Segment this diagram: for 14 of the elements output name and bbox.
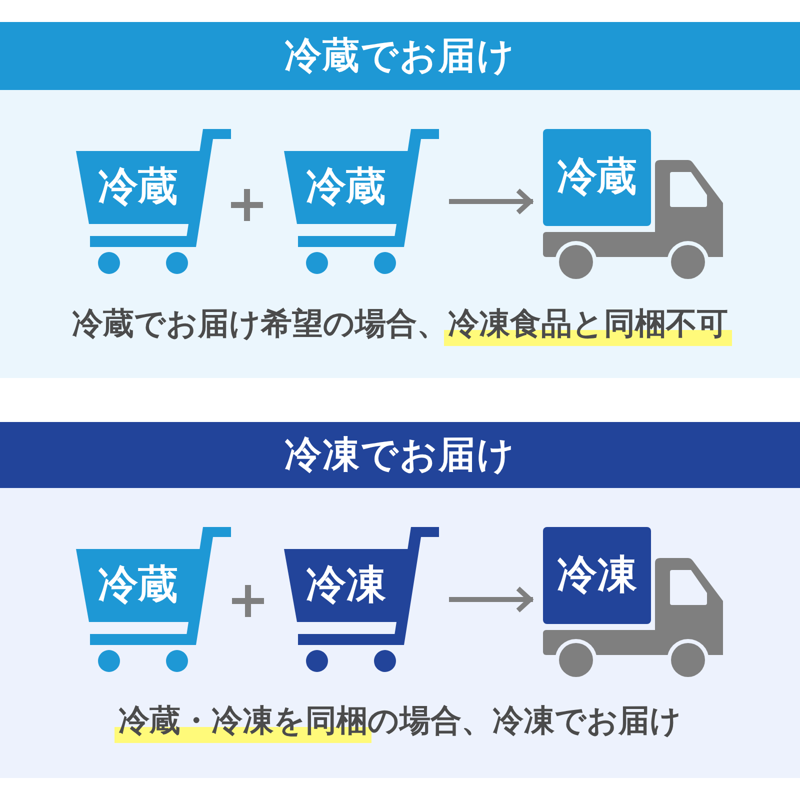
cart-label: 冷蔵	[98, 564, 178, 606]
arrow	[449, 188, 533, 215]
content-panel	[0, 90, 800, 378]
header-band	[0, 22, 800, 90]
header-band	[0, 422, 800, 488]
content-panel	[0, 488, 800, 778]
truck-label: 冷蔵	[557, 156, 637, 198]
cart-label: 冷蔵	[306, 166, 386, 208]
truck-label: 冷凍	[557, 554, 637, 596]
section-title: 冷凍でお届け	[284, 432, 516, 478]
section-title: 冷蔵でお届け	[284, 34, 516, 78]
arrow	[449, 586, 533, 613]
cart-label: 冷蔵	[98, 166, 178, 208]
cart-label: 冷凍	[306, 564, 386, 606]
